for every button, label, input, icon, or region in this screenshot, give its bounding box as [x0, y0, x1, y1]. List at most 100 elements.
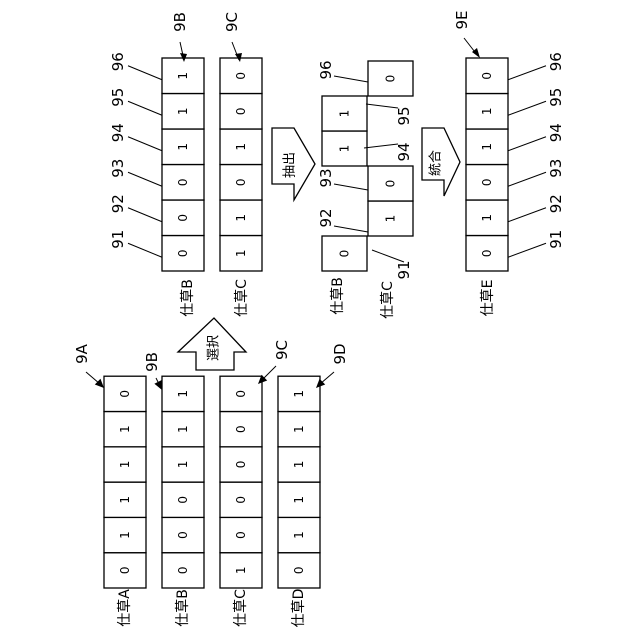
extract-arrow-label: 抽出 — [283, 152, 298, 178]
integrate-arrow-label: 統合 — [429, 150, 444, 176]
top-group-c: 110100 仕草C 9C — [220, 12, 262, 317]
bottom-cell-value: 1 — [292, 425, 306, 433]
top-b-cell-value: 0 — [176, 214, 190, 222]
bit-ref-label: 94 — [109, 123, 127, 142]
top-e-cell-value: 1 — [480, 107, 494, 115]
extract-cell-value: 0 — [384, 180, 398, 188]
bottom-group: 000111仕草B9B — [143, 352, 204, 627]
bit-ref-label: 91 — [109, 230, 127, 249]
top-c-label: 仕草C — [234, 279, 250, 317]
bit-ref-leader — [128, 243, 162, 257]
bottom-cell-value: 0 — [234, 390, 248, 398]
extract-bit-ref-leader — [366, 104, 398, 108]
bottom-groups: 011110仕草A9A000111仕草B9B100000仕草C9C011111仕… — [73, 340, 349, 627]
integrate-arrow: 統合 — [422, 128, 460, 196]
top-b-cell-value: 1 — [176, 107, 190, 115]
top-c-cell-value: 0 — [234, 107, 248, 115]
bit-ref-label: 92 — [547, 194, 565, 213]
extract-bit-ref-label: 92 — [317, 208, 335, 227]
top-e-bit-refs: 919293949596 — [508, 52, 565, 257]
bit-ref-leader — [508, 208, 546, 222]
top-group-e: 010110 仕草E 9E 919293949596 — [453, 10, 565, 316]
bit-ref-leader — [508, 243, 546, 257]
top-e-cell-value: 1 — [480, 214, 494, 222]
bottom-cell-value: 1 — [176, 425, 190, 433]
top-c-cell-value: 1 — [234, 143, 248, 151]
top-e-cells: 0 1 0 1 1 0 — [466, 58, 508, 271]
bit-ref-label: 96 — [109, 52, 127, 71]
extract-bit-ref-label: 94 — [395, 142, 413, 161]
top-c-ref: 9C — [223, 12, 241, 32]
top-b-cell-value: 1 — [176, 72, 190, 80]
bottom-cell-value: 1 — [118, 461, 132, 469]
top-e-label: 仕草E — [480, 280, 496, 317]
bit-ref-label: 92 — [109, 194, 127, 213]
bit-ref-label: 95 — [547, 88, 565, 107]
extract-bit-ref-leader — [334, 76, 368, 82]
extract-bit-ref-leader — [334, 226, 368, 232]
bit-ref-label: 96 — [547, 52, 565, 71]
bottom-group-label: 仕草C — [233, 589, 249, 627]
top-e-cell-value: 1 — [480, 143, 494, 151]
bottom-group: 011110仕草A9A — [73, 343, 146, 626]
bottom-group-ref: 9C — [273, 340, 291, 360]
bottom-cell-value: 0 — [234, 461, 248, 469]
bottom-cell-value: 1 — [292, 461, 306, 469]
extract-cell-value: 1 — [338, 110, 352, 118]
bottom-group-ref: 9A — [73, 343, 91, 364]
select-arrow-label: 選択 — [207, 335, 222, 361]
top-e-cell-value: 0 — [480, 178, 494, 186]
top-b-ref: 9B — [171, 12, 189, 32]
bottom-cell-value: 1 — [292, 531, 306, 539]
bit-ref-leader — [508, 172, 546, 186]
bottom-group-ref: 9D — [331, 343, 349, 364]
bottom-cell-value: 1 — [176, 461, 190, 469]
top-group-b: 000111 仕草B 9B — [162, 12, 204, 317]
bit-ref-leader — [128, 208, 162, 222]
extract-group: 010110 仕草B 仕草C 919293949596 — [317, 60, 413, 318]
extract-arrow: 抽出 — [272, 128, 315, 200]
top-c-cell-value: 1 — [234, 249, 248, 257]
extract-cell-value: 0 — [384, 75, 398, 83]
extract-bit-ref-label: 96 — [317, 60, 335, 79]
top-b-cells: 000111 — [162, 58, 204, 271]
bottom-group-ref: 9B — [143, 352, 161, 372]
bottom-group-label: 仕草A — [117, 589, 133, 627]
extract-cell-value: 0 — [338, 250, 352, 258]
bit-ref-label: 93 — [109, 159, 127, 178]
bottom-group-label: 仕草B — [175, 589, 191, 627]
bit-ref-leader — [128, 172, 162, 186]
extract-bit-ref-label: 95 — [395, 106, 413, 125]
top-e-cell-value: 0 — [480, 72, 494, 80]
bit-ref-leader — [128, 101, 162, 115]
top-c-cells: 110100 — [220, 58, 262, 271]
bit-ref-label: 95 — [109, 88, 127, 107]
top-left-bit-refs: 91 92 93 94 95 96 — [109, 52, 162, 257]
top-b-label: 仕草B — [180, 279, 196, 317]
bit-ref-label: 94 — [547, 123, 565, 142]
bottom-cell-value: 0 — [118, 567, 132, 575]
extract-bit-ref-leader — [334, 184, 368, 190]
extract-cells: 0 1 0 1 1 0 — [322, 61, 413, 271]
bottom-cell-value: 0 — [176, 531, 190, 539]
bottom-cell-value: 1 — [234, 567, 248, 575]
extract-cell-value: 1 — [338, 145, 352, 153]
bottom-group: 011111仕草D9D — [278, 343, 349, 627]
extract-b-label: 仕草B — [330, 277, 346, 315]
extract-bit-ref-label: 93 — [317, 168, 335, 187]
bit-ref-leader — [128, 137, 162, 151]
top-c-cell-value: 0 — [234, 178, 248, 186]
extract-cell-value: 1 — [384, 215, 398, 223]
extract-c-label: 仕草C — [380, 281, 396, 319]
bit-ref-leader — [508, 101, 546, 115]
top-e-ref: 9E — [453, 10, 471, 29]
extract-bit-ref-leader — [372, 250, 404, 262]
bottom-cell-value: 0 — [234, 531, 248, 539]
bottom-cell-value: 0 — [234, 496, 248, 504]
select-arrow: 選択 — [178, 318, 246, 370]
top-b-cell-value: 0 — [176, 178, 190, 186]
top-e-cell-value: 0 — [480, 249, 494, 257]
top-b-cell-value: 0 — [176, 249, 190, 257]
bottom-cell-value: 1 — [118, 496, 132, 504]
